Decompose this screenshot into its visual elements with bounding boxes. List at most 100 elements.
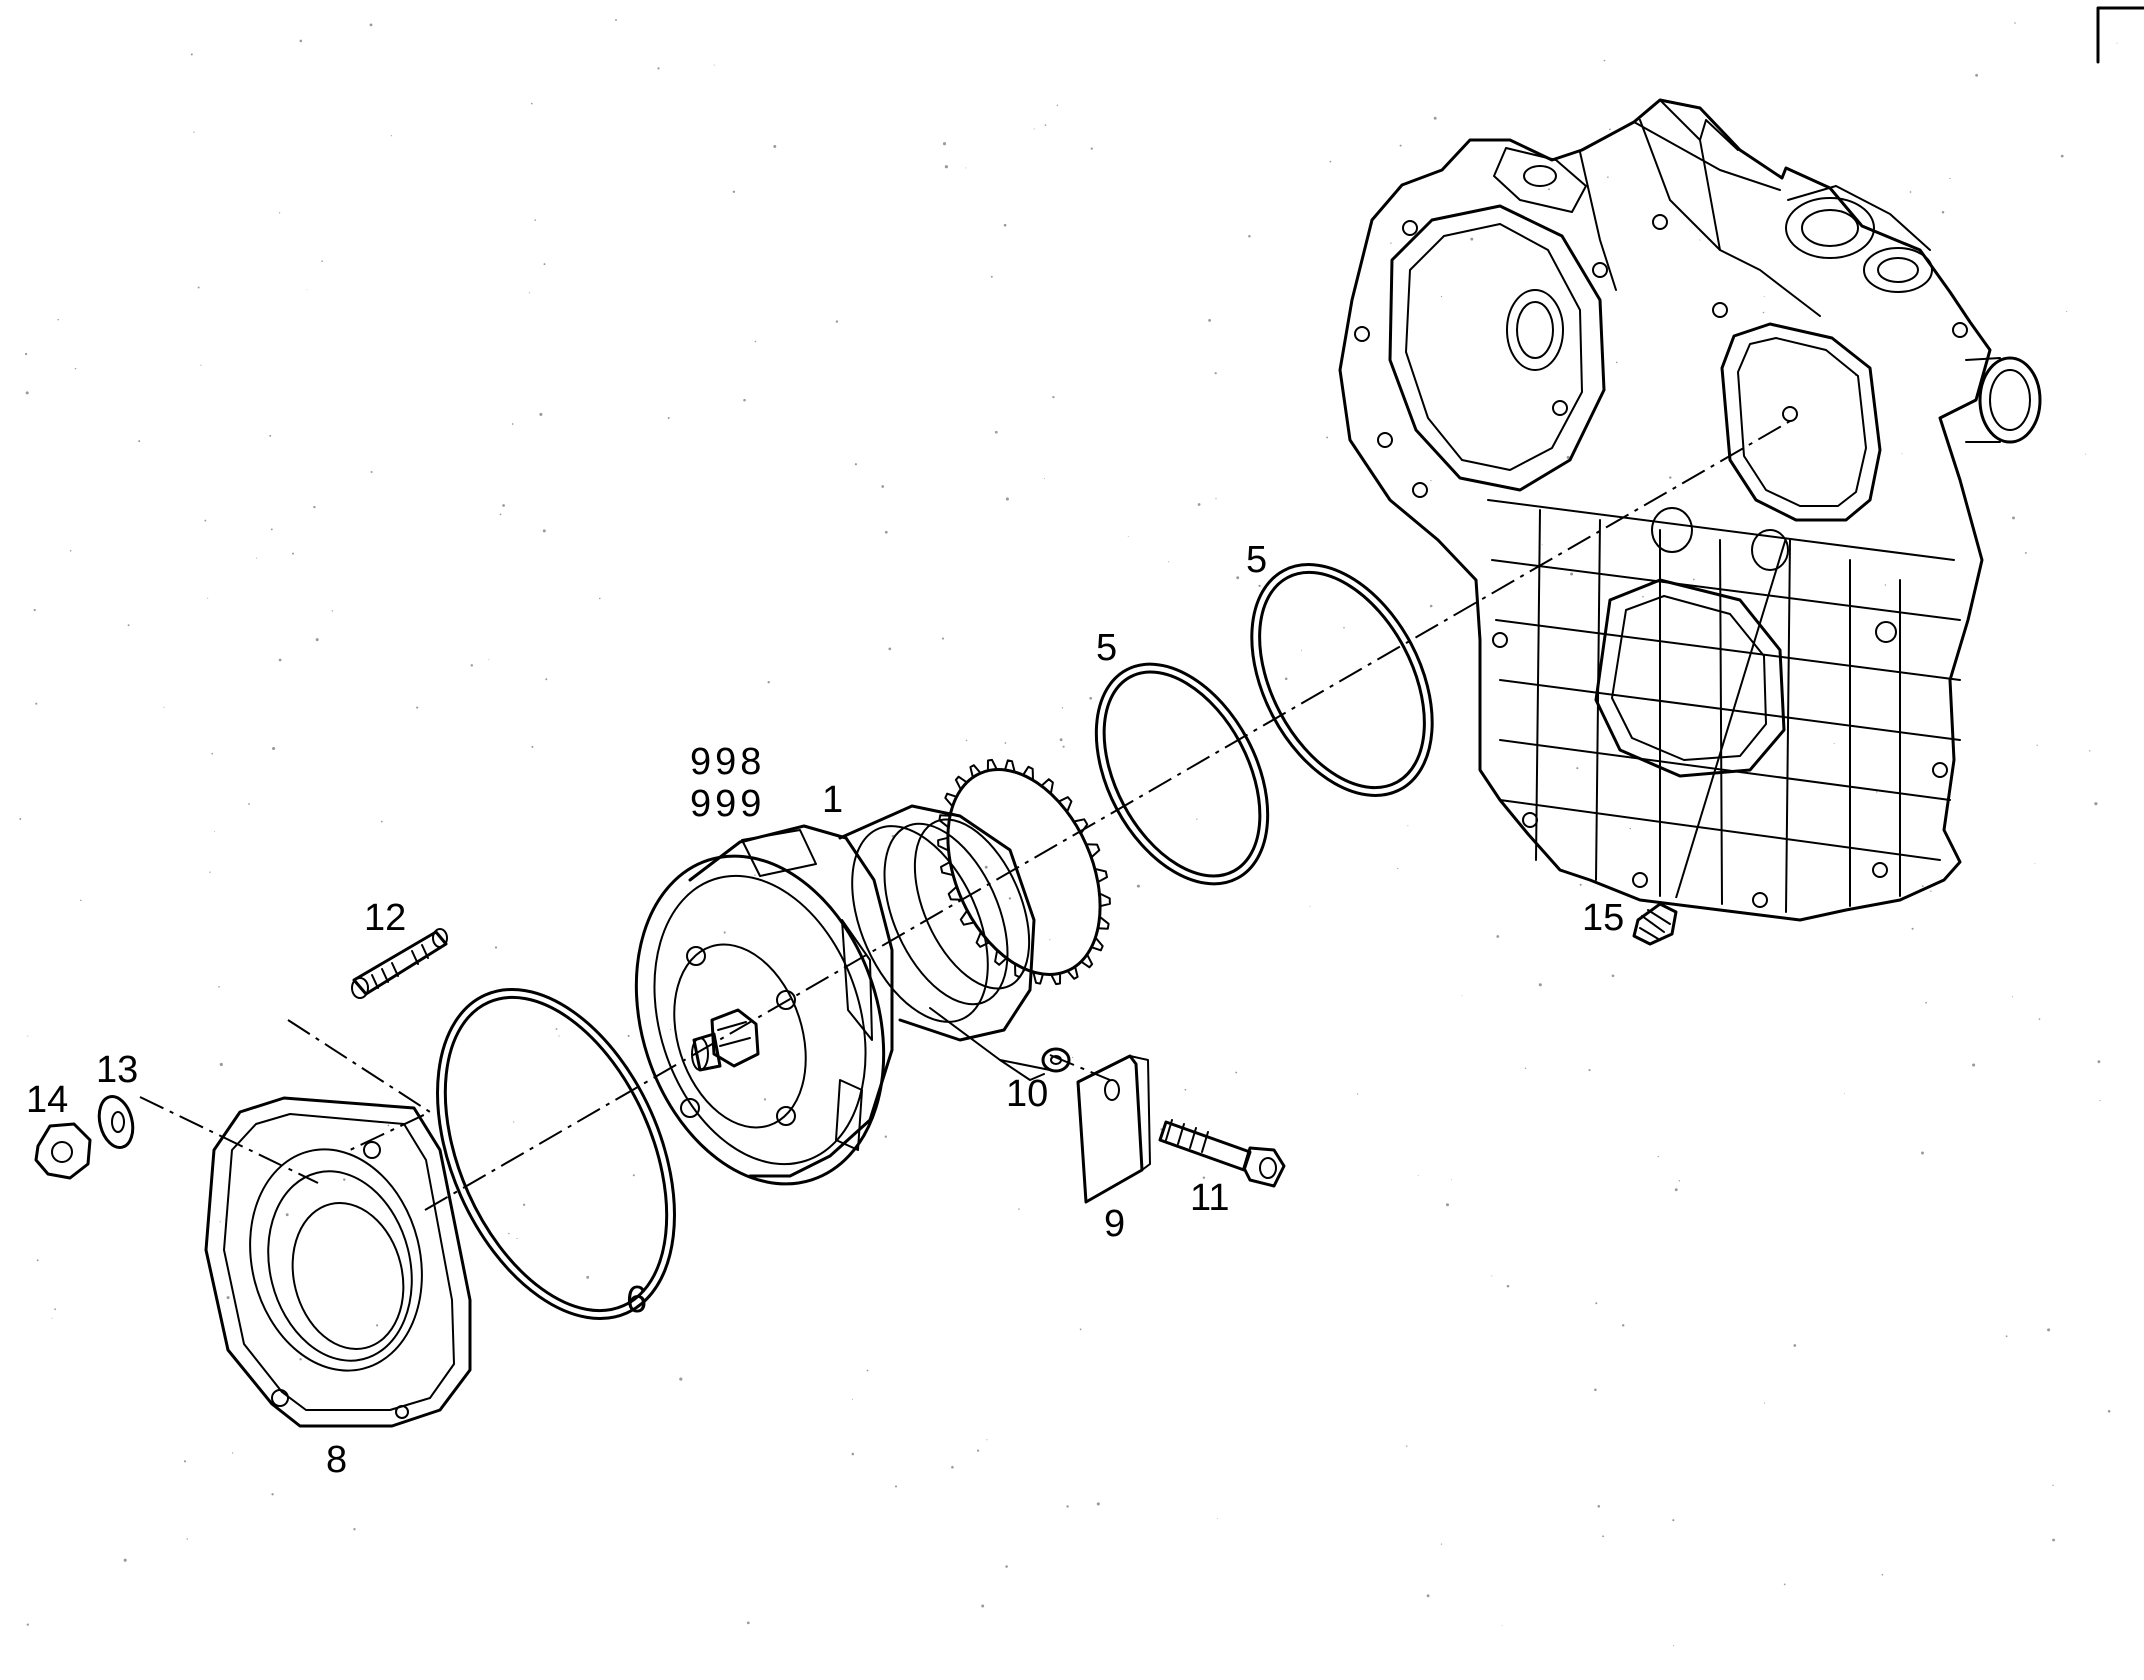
speckle [321,260,323,262]
speckle [1096,1502,1100,1506]
speckle [1136,884,1140,888]
speckle [951,1465,954,1469]
speckle [1202,1176,1206,1179]
speckle [343,1178,346,1181]
speckle [502,504,505,507]
speckle [218,986,220,988]
callout-labels: 998 999 1 5 5 6 8 9 10 11 12 13 14 15 [26,539,1624,1481]
speckle [1008,897,1012,900]
speckle [1406,1445,1408,1447]
speckle [1930,890,1932,892]
speckle [835,320,839,323]
speckle [545,678,548,681]
speckle [1003,223,1007,227]
speckle [1603,59,1606,62]
speckle [190,53,193,56]
speckle [1407,825,1409,827]
speckle [1450,1179,1452,1181]
speckle [278,658,282,662]
speckle [1062,745,1065,748]
speckle [380,820,383,823]
speckle [2107,1410,2111,1413]
speckle [1548,188,1550,191]
part-5-oring-front [1094,662,1270,886]
callout-5-rear: 5 [1246,539,1267,581]
speckle [163,706,165,708]
speckle [542,529,546,533]
speckle [123,1558,127,1562]
speckle [632,1174,635,1177]
speckle [1901,453,1903,455]
speckle [1208,318,1212,322]
speckle [1426,1594,1430,1598]
speckle [1429,604,1433,608]
speckle [854,463,858,466]
speckle [1762,311,1765,314]
speckle [138,440,141,443]
speckle [851,1398,853,1400]
speckle [1216,1517,1218,1519]
speckle [1066,1505,1069,1508]
speckle [1692,578,1695,581]
speckle [2038,1018,2041,1020]
speckle [763,1098,767,1101]
speckle [1674,1188,1678,1192]
speckle [1184,1088,1187,1091]
callout-12: 12 [364,897,406,939]
speckle [1763,1402,1766,1404]
speckle [1440,295,1443,298]
speckle [986,1439,988,1441]
speckle [555,1028,558,1030]
speckle [1975,73,1978,77]
speckle [1909,191,1912,193]
speckle [1673,1645,1675,1647]
speckle [851,1452,855,1456]
speckle [1049,939,1051,941]
speckle [746,1621,750,1625]
speckle [531,745,534,748]
speckle [713,64,715,66]
speckle [1594,1388,1597,1392]
speckle [888,647,892,651]
speckle [27,1035,29,1037]
speckle [965,167,967,169]
speckle [1343,627,1345,629]
speckle [1763,296,1765,298]
speckle [884,530,888,534]
speckle [508,1232,510,1235]
assembly-axes [139,419,1793,1211]
speckle [285,1213,289,1217]
speckle [981,1604,985,1608]
speckle [2060,154,2064,158]
speckle [1884,584,1887,586]
speckle [1461,995,1463,997]
speckle [183,1460,187,1463]
scan-speckles [19,19,2118,1647]
speckle [51,1317,53,1319]
speckle [667,416,670,420]
speckle [1699,239,1701,241]
speckle [353,1528,356,1531]
callout-15: 15 [1582,897,1624,939]
speckle [1329,160,1332,163]
part-11-bolt [1158,1119,1286,1188]
speckle [1566,455,1570,459]
speckle [615,19,617,21]
speckle [57,318,59,321]
speckle [207,597,209,599]
callout-13: 13 [96,1049,138,1091]
speckle [1783,1583,1786,1586]
speckle [1430,480,1432,482]
speckle [1052,395,1055,399]
corner-mark [2096,6,2144,64]
speckle [74,367,77,370]
speckle [1541,544,1543,546]
speckle [2005,1335,2008,1338]
speckle [376,1324,379,1327]
speckle [271,1493,274,1496]
speckle [1597,1505,1601,1508]
speckle [1059,738,1063,742]
part-9-bracket [1076,1054,1151,1204]
speckle [231,1452,234,1454]
speckle [2036,744,2038,746]
